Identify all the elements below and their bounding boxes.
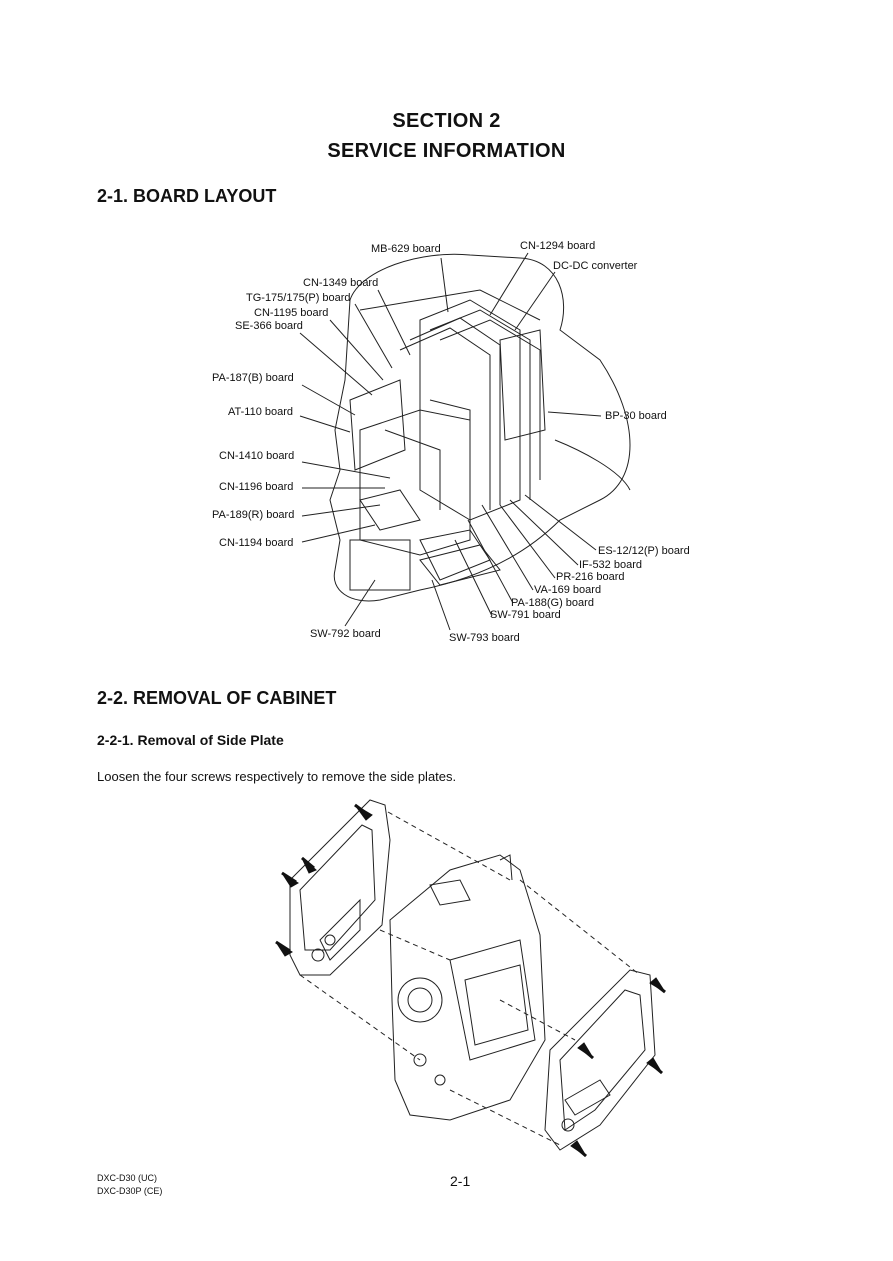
removal-instruction: Loosen the four screws respectively to r… [97, 769, 457, 784]
label-es12: ES-12/12(P) board [598, 545, 690, 557]
label-cn1195: CN-1195 board [254, 307, 329, 319]
label-bp30: BP-30 board [605, 410, 667, 422]
label-pr216: PR-216 board [556, 571, 625, 583]
label-if532: IF-532 board [579, 559, 642, 571]
label-cn1349: CN-1349 board [303, 277, 379, 289]
label-tg175: TG-175/175(P) board [246, 292, 351, 304]
label-mb629: MB-629 board [371, 243, 441, 255]
section-number: SECTION 2 [392, 110, 501, 132]
label-sw791: SW-791 board [490, 609, 561, 621]
label-pa189: PA-189(R) board [212, 509, 295, 521]
removal-subheading: 2-2-1. Removal of Side Plate [97, 732, 284, 748]
label-sw792: SW-792 board [310, 628, 381, 640]
label-at110: AT-110 board [228, 406, 294, 418]
label-se366: SE-366 board [235, 320, 303, 332]
label-pa187: PA-187(B) board [212, 372, 294, 384]
label-cn1196: CN-1196 board [219, 481, 294, 493]
page-number: 2-1 [450, 1173, 471, 1189]
label-dcdc: DC-DC converter [553, 260, 638, 272]
label-pa188: PA-188(G) board [511, 597, 594, 609]
label-cn1294: CN-1294 board [520, 240, 596, 252]
board-layout-diagram [299, 252, 631, 631]
label-cn1194: CN-1194 board [219, 537, 294, 549]
board-layout-heading: 2-1. BOARD LAYOUT [97, 186, 277, 206]
label-va169: VA-169 board [534, 584, 602, 596]
footer-model-uc: DXC-D30 (UC) [97, 1173, 158, 1183]
label-cn1410: CN-1410 board [219, 450, 295, 462]
removal-heading: 2-2. REMOVAL OF CABINET [97, 688, 337, 708]
footer-model-ce: DXC-D30P (CE) [97, 1186, 163, 1196]
label-sw793: SW-793 board [449, 632, 520, 644]
section-title: SERVICE INFORMATION [327, 140, 566, 162]
